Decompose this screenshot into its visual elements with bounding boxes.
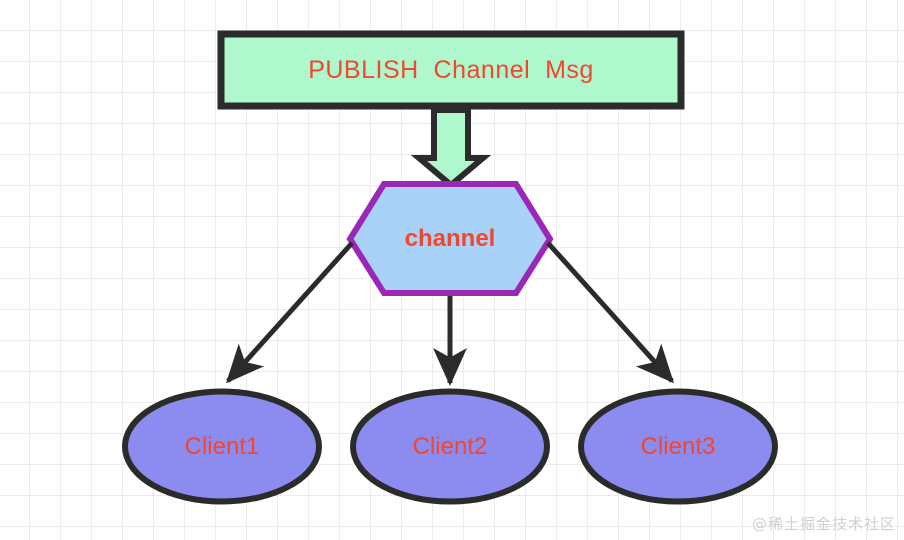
client2-ellipse[interactable]: [350, 388, 550, 505]
channel-hexagon[interactable]: [346, 181, 554, 296]
channel-to-client3-arrow: [546, 241, 675, 384]
client1-ellipse[interactable]: [122, 388, 322, 505]
client3-ellipse[interactable]: [578, 388, 778, 505]
channel-to-client1-arrow: [225, 241, 354, 384]
publish-to-channel-block-arrow: [410, 107, 492, 189]
publish-command-rect[interactable]: [217, 30, 685, 110]
watermark: @稀土掘金技术社区: [751, 515, 896, 533]
